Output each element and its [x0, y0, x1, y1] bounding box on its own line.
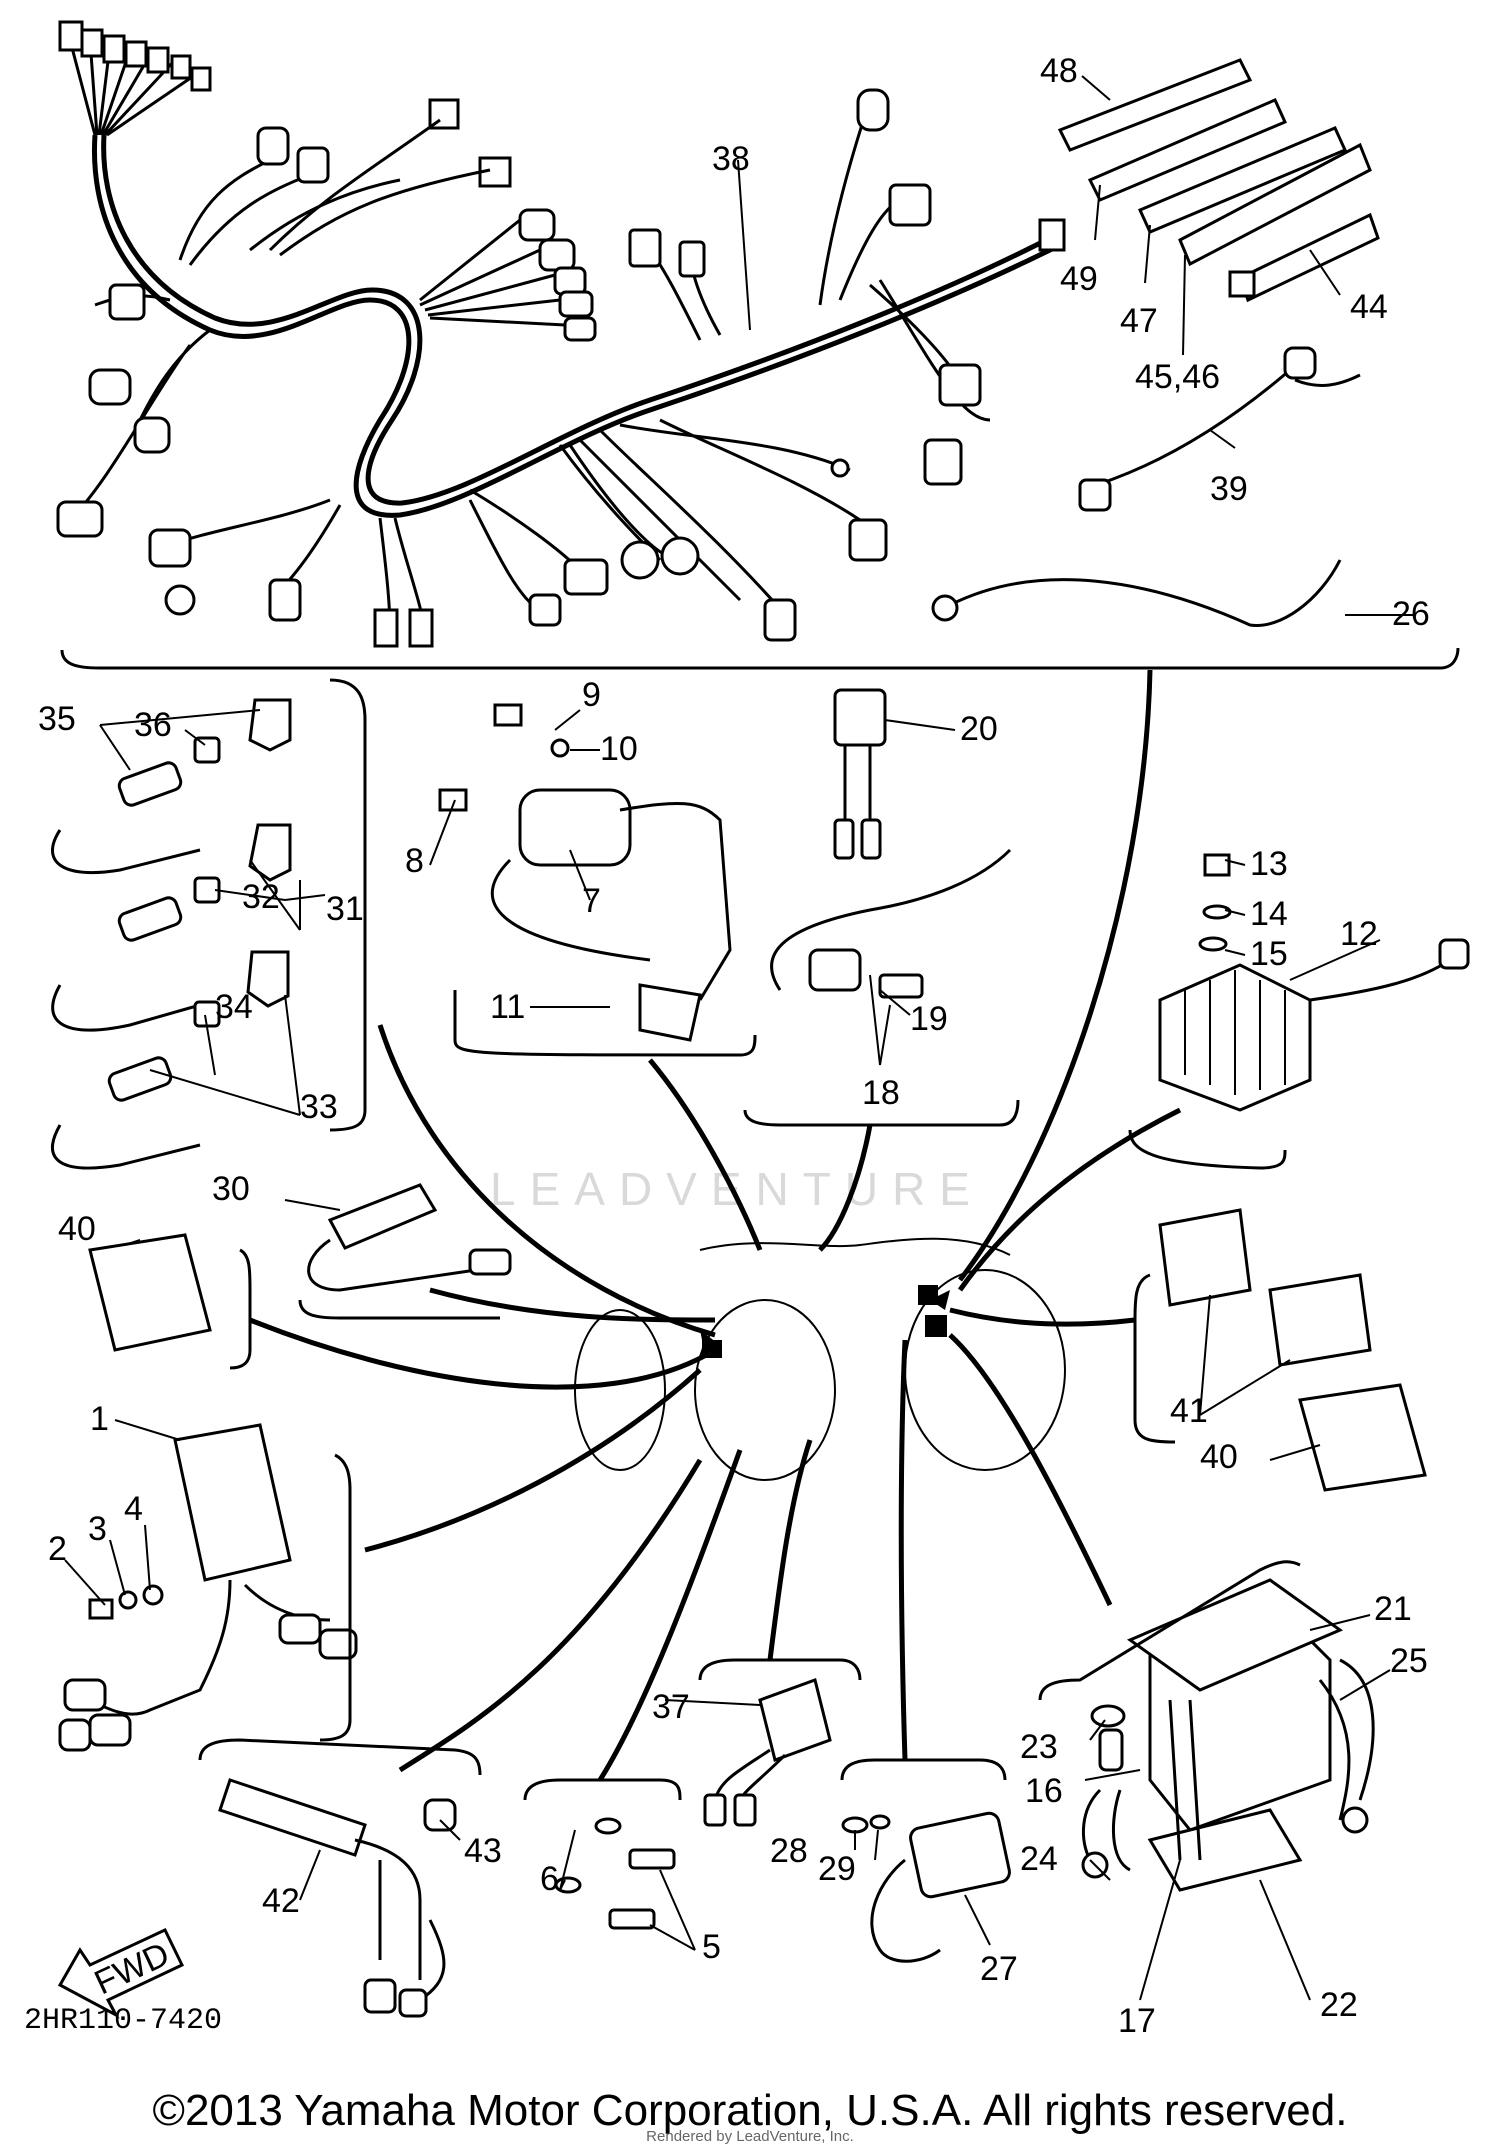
ignition-coil: [518, 788, 632, 867]
callouts: 48 49 47 44 45,46 39 38 26 35 36 32 31 3…: [38, 52, 1430, 2040]
relay-37: [698, 1658, 862, 1827]
callout-1: 1: [90, 1400, 109, 1438]
callout-38: 38: [712, 140, 750, 178]
cdi-group: [58, 1423, 358, 1752]
callout-42: 42: [262, 1882, 300, 1920]
callout-32: 32: [242, 878, 280, 916]
callout-5: 5: [702, 1928, 721, 1966]
callout-18: 18: [862, 1074, 900, 1112]
callout-4: 4: [124, 1490, 143, 1528]
battery-cover: [1126, 1578, 1344, 1692]
callout-30: 30: [212, 1170, 250, 1208]
callout-44: 44: [1350, 288, 1388, 326]
unit-27: [909, 1811, 1011, 1899]
diagram-code: 2HR110-7420: [24, 2004, 223, 2038]
battery-group: [1038, 1560, 1375, 1892]
cable-straps: [1057, 58, 1380, 303]
callout-24: 24: [1020, 1840, 1058, 1878]
box-41-group: [1133, 1208, 1427, 1492]
callout-22: 22: [1320, 1986, 1358, 2024]
callout-10: 10: [600, 730, 638, 768]
copyright-footer: ©2013 Yamaha Motor Corporation, U.S.A. A…: [152, 2086, 1348, 2135]
rendered-by-note: Rendered by LeadVenture, Inc.: [646, 2128, 854, 2145]
callout-20: 20: [960, 710, 998, 748]
callout-39: 39: [1210, 470, 1248, 508]
callout-12: 12: [1340, 915, 1378, 953]
callout-2: 2: [48, 1530, 67, 1568]
callout-34: 34: [215, 988, 253, 1026]
fwd-arrow: FWD: [57, 1928, 185, 2019]
callout-28: 28: [770, 1832, 808, 1870]
callout-45-46: 45,46: [1135, 358, 1220, 396]
switch-assembly: [198, 1738, 482, 2018]
callout-36: 36: [134, 706, 172, 744]
callout-15: 15: [1250, 935, 1288, 973]
callout-40-left: 40: [58, 1210, 96, 1248]
callout-21: 21: [1374, 1590, 1412, 1628]
callout-17: 17: [1118, 2002, 1156, 2040]
callout-9: 9: [582, 676, 601, 714]
wire-lead-26: [931, 559, 1342, 628]
ignition-coil-group: [438, 703, 757, 1057]
callout-3: 3: [88, 1510, 107, 1548]
unit-27-group: [840, 1758, 1011, 1963]
leader-lines: [64, 75, 1415, 2001]
callout-8: 8: [405, 842, 424, 880]
sensor-group: [51, 678, 367, 1170]
callout-14: 14: [1250, 895, 1288, 933]
top-left-connector-cluster: [58, 20, 212, 92]
bolts-group: [523, 1778, 682, 1930]
callout-25: 25: [1390, 1642, 1428, 1680]
callout-7: 7: [582, 882, 601, 920]
lead-30: [298, 1183, 512, 1320]
callout-13: 13: [1250, 845, 1288, 883]
callout-33: 33: [300, 1088, 338, 1126]
box-40-left: [88, 1233, 252, 1370]
callout-47: 47: [1120, 302, 1158, 340]
callout-19: 19: [910, 1000, 948, 1038]
callout-41: 41: [1170, 1392, 1208, 1430]
callout-26: 26: [1392, 595, 1430, 633]
frame-hub: [574, 1237, 1066, 1481]
harness-connector-right: [1038, 218, 1066, 252]
callout-49: 49: [1060, 260, 1098, 298]
radiating-leads: [249, 669, 1182, 1782]
wire-lead-39: [1078, 346, 1361, 512]
wire-harness: [56, 20, 1066, 648]
top-group-brace: [60, 647, 1460, 670]
callout-16: 16: [1025, 1772, 1063, 1810]
callout-27: 27: [980, 1950, 1018, 1988]
callout-11: 11: [490, 988, 525, 1026]
callout-43: 43: [464, 1832, 502, 1870]
callout-6: 6: [540, 1860, 559, 1898]
callout-37: 37: [652, 1688, 690, 1726]
relay-group: [743, 688, 1020, 1127]
cdi-unit: [173, 1423, 292, 1582]
watermark-text: LEADVENTURE: [490, 1163, 984, 1215]
callout-35: 35: [38, 700, 76, 738]
callout-29: 29: [818, 1850, 856, 1888]
callout-40-right: 40: [1200, 1438, 1238, 1476]
callout-48: 48: [1040, 52, 1078, 90]
callout-23: 23: [1020, 1728, 1058, 1766]
rectifier-group: [1128, 853, 1470, 1170]
callout-31: 31: [326, 890, 364, 928]
